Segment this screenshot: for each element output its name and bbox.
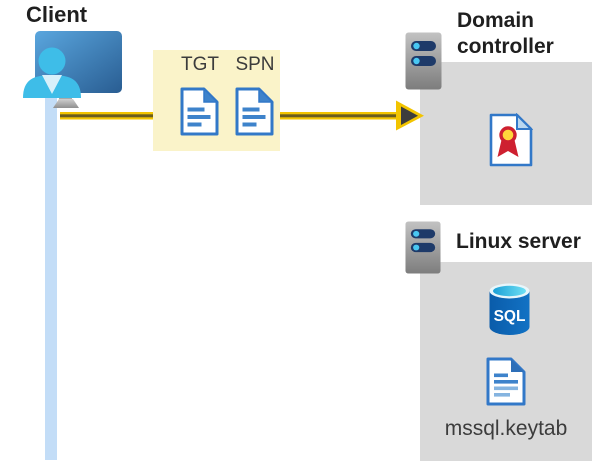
- client-workstation-icon: [23, 31, 122, 108]
- keytab-filename-label: mssql.keytab: [444, 417, 568, 440]
- domain-controller-label: Domain controller: [457, 9, 554, 58]
- person-icon: [23, 47, 81, 98]
- sql-label: SQL: [494, 308, 526, 325]
- linux-server-icon: [405, 221, 441, 274]
- client-connection-line: [45, 96, 57, 460]
- certificate-icon: [489, 113, 533, 167]
- keytab-document-icon: [486, 357, 526, 406]
- sql-database-icon: SQL: [489, 283, 530, 335]
- client-label: Client: [26, 2, 88, 27]
- tgt-document-icon: [180, 87, 219, 136]
- tgt-label: TGT: [181, 54, 219, 75]
- linux-server-label: Linux server: [456, 230, 581, 253]
- spn-label: SPN: [235, 54, 275, 75]
- spn-document-icon: [235, 87, 274, 136]
- domain-controller-server-icon: [405, 32, 442, 90]
- arrowhead-icon: [396, 100, 424, 131]
